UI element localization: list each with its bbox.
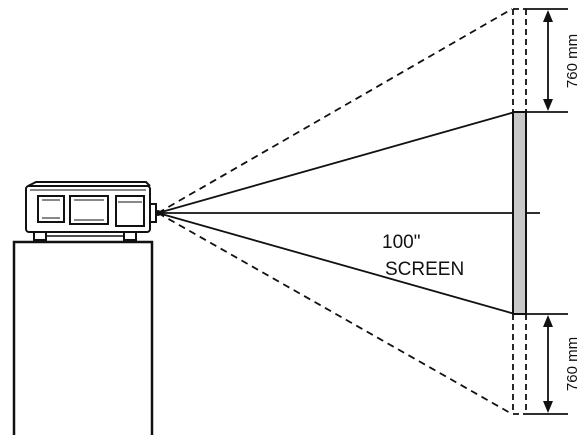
- screen-size-label: 100": [382, 232, 420, 253]
- screen: [512, 8, 527, 415]
- dimension-top: [526, 8, 568, 113]
- projector: [25, 181, 161, 241]
- dimension-bottom: [526, 313, 568, 415]
- screen-label: SCREEN: [385, 259, 464, 280]
- top-offset-label: 760 mm: [564, 34, 581, 88]
- projector-stand: [12, 240, 154, 435]
- bottom-offset-label: 760 mm: [564, 337, 581, 391]
- projection-rays: [157, 8, 540, 415]
